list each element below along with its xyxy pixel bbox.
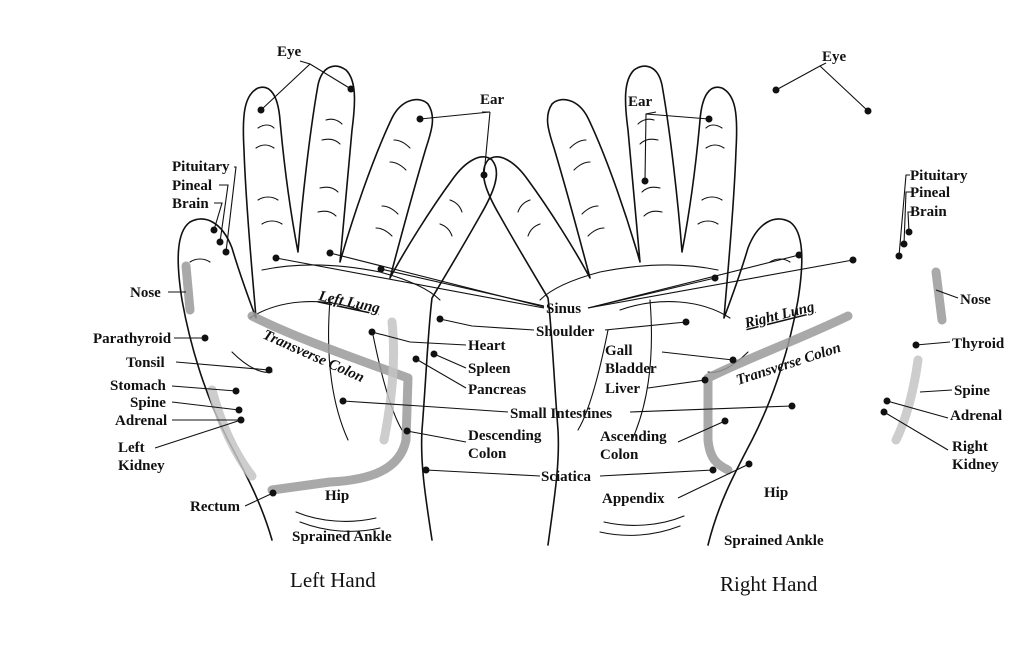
label-ear-right: Ear [628,94,653,110]
label-adrenal-left: Adrenal [115,413,167,429]
caption-left-hand: Left Hand [290,568,376,592]
left-spine-zone [207,385,257,481]
label-pineal-left: Pineal [172,178,212,194]
label-kidney-right: Kidney [952,457,999,473]
right-nose-zone [931,267,947,325]
label-descending-colon: Colon [468,446,507,462]
label-thyroid: Thyroid [952,336,1005,352]
label-pineal-right: Pineal [910,185,950,201]
label-hip-right: Hip [764,485,788,501]
label-pancreas: Pancreas [468,382,526,398]
label-rectum: Rectum [190,499,240,515]
label-eye-left: Eye [277,44,302,60]
label-brain-left: Brain [172,196,209,212]
label-kidney-left: Kidney [118,458,165,474]
label-gall: Gall [605,343,633,359]
label-stomach: Stomach [110,378,166,394]
label-adrenal-right: Adrenal [950,408,1002,424]
label-left: Left [118,440,145,456]
label-hip-left: Hip [325,488,349,504]
label-right-lung: Right Lung [742,299,816,332]
label-eye-right: Eye [822,49,847,65]
label-sinus: Sinus [546,301,581,317]
label-sprained-ankle-left: Sprained Ankle [292,529,392,545]
left-hand-outline [177,65,498,541]
label-shoulder: Shoulder [536,324,595,340]
label-pituitary-left: Pituitary [172,159,230,175]
label-ascending-colon: Colon [600,447,639,463]
label-ear-left: Ear [480,92,505,108]
right-transverse-colon-zone [703,311,853,475]
label-pituitary-right: Pituitary [910,168,968,184]
label-tonsil: Tonsil [126,355,165,371]
left-hand [177,65,498,541]
right-hand [482,65,947,546]
label-nose-right: Nose [960,292,991,308]
label-descending: Descending [468,428,542,444]
caption-right-hand: Right Hand [720,572,818,596]
left-nose-zone [181,261,195,315]
label-ascending: Ascending [600,429,667,445]
label-spleen: Spleen [468,361,511,377]
label-parathyroid: Parathyroid [93,331,172,347]
label-brain-right: Brain [910,204,947,220]
label-bladder: Bladder [605,361,657,377]
label-sciatica: Sciatica [541,469,591,485]
label-spine-left: Spine [130,395,166,411]
label-right: Right [952,439,988,455]
label-nose-left: Nose [130,285,161,301]
leader-lines [154,60,959,507]
label-heart: Heart [468,338,505,354]
label-small-intestines: Small Intestines [510,406,612,422]
label-left-lung: Left Lung [316,288,382,317]
labels: Eye Ear Pituitary Pineal Brain Nose Para… [93,44,1005,549]
label-spine-right: Spine [954,383,990,399]
label-appendix: Appendix [602,491,665,507]
left-transverse-colon-zone [247,311,413,495]
right-spine-zone [891,355,923,445]
label-sprained-ankle-right: Sprained Ankle [724,533,824,549]
label-liver: Liver [605,381,640,397]
